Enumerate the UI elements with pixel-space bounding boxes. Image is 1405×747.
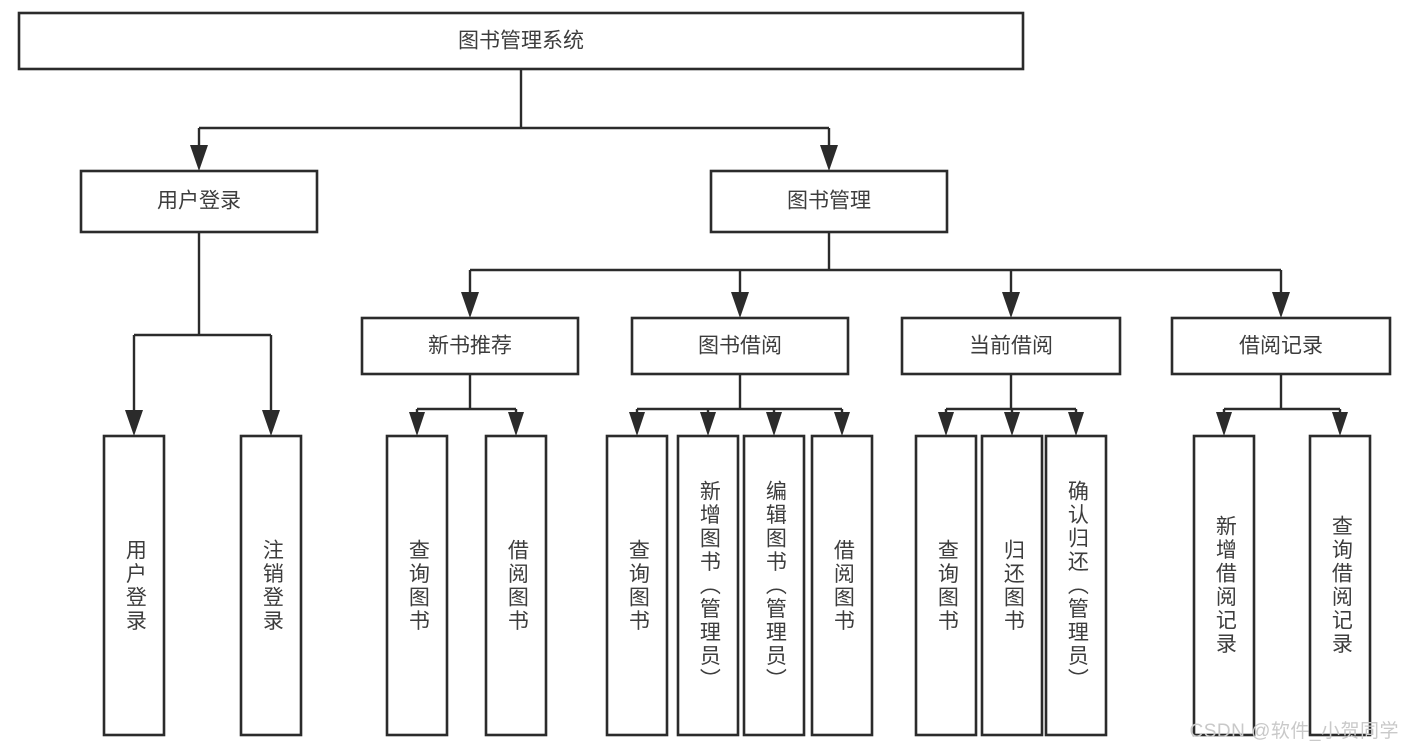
arrow-new-book-recommend-leaf-2 bbox=[508, 412, 524, 436]
leaf-return-book-box[interactable] bbox=[980, 434, 1044, 737]
arrow-new-book-recommend-leaf-1 bbox=[409, 412, 425, 436]
node-book-borrow-box[interactable] bbox=[630, 316, 850, 376]
arrow-book-borrow-leaf-2 bbox=[700, 412, 716, 436]
node-user-login-box[interactable] bbox=[79, 169, 319, 234]
node-new-book-recommend-box[interactable] bbox=[360, 316, 580, 376]
connector-group-book-borrow bbox=[629, 374, 850, 436]
arrow-current-borrow-leaf-3 bbox=[1068, 412, 1084, 436]
leaf-confirm-return-box[interactable] bbox=[1044, 434, 1108, 737]
arrow-book-manage-to-new-book-recommend bbox=[461, 292, 479, 318]
node-root-system-label: 图书管理系统 bbox=[458, 30, 584, 53]
leaf-query-book-borrow-box[interactable] bbox=[605, 434, 669, 737]
leaf-query-book-current-box[interactable] bbox=[914, 434, 978, 737]
node-borrow-record-label: 借阅记录 bbox=[1239, 335, 1323, 358]
arrow-book-borrow-leaf-1 bbox=[629, 412, 645, 436]
node-current-borrow-box[interactable] bbox=[900, 316, 1122, 376]
node-root-system-box[interactable] bbox=[17, 11, 1025, 71]
node-user-login[interactable]: 用户登录 bbox=[79, 169, 319, 234]
arrow-book-manage-to-borrow-record bbox=[1272, 292, 1290, 318]
node-book-manage[interactable]: 图书管理 bbox=[709, 169, 949, 234]
arrow-book-borrow-leaf-4 bbox=[834, 412, 850, 436]
node-root-system[interactable]: 图书管理系统 bbox=[17, 11, 1025, 71]
node-borrow-record[interactable]: 借阅记录 bbox=[1170, 316, 1392, 376]
leaf-user-login-box[interactable] bbox=[102, 434, 166, 737]
node-book-manage-box[interactable] bbox=[709, 169, 949, 234]
node-current-borrow-label: 当前借阅 bbox=[969, 335, 1053, 358]
leaf-add-record-box[interactable] bbox=[1192, 434, 1256, 737]
leaf-logout-box[interactable] bbox=[239, 434, 303, 737]
arrow-user-login-leaf-1 bbox=[125, 410, 143, 436]
node-book-borrow-label: 图书借阅 bbox=[698, 335, 782, 358]
connector-group-borrow-record bbox=[1216, 374, 1348, 436]
node-new-book-recommend[interactable]: 新书推荐 bbox=[360, 316, 580, 376]
arrow-root-to-book-manage bbox=[820, 145, 838, 171]
node-book-borrow[interactable]: 图书借阅 bbox=[630, 316, 850, 376]
connector-group-root bbox=[190, 69, 838, 171]
node-book-manage-label: 图书管理 bbox=[787, 190, 871, 213]
arrow-user-login-leaf-2 bbox=[262, 410, 280, 436]
leaf-query-book-recommend-box[interactable] bbox=[385, 434, 449, 737]
node-user-login-label: 用户登录 bbox=[157, 190, 241, 213]
leaf-boxes-group bbox=[102, 434, 1372, 737]
arrow-borrow-record-leaf-2 bbox=[1332, 412, 1348, 436]
arrow-book-manage-to-book-borrow bbox=[731, 292, 749, 318]
connector-group-book-manage bbox=[461, 232, 1290, 318]
connector-group-new-book-recommend bbox=[409, 374, 524, 436]
arrow-current-borrow-leaf-1 bbox=[938, 412, 954, 436]
arrow-book-manage-to-current-borrow bbox=[1002, 292, 1020, 318]
node-current-borrow[interactable]: 当前借阅 bbox=[900, 316, 1122, 376]
leaf-query-record-box[interactable] bbox=[1308, 434, 1372, 737]
leaf-borrow-book-recommend-box[interactable] bbox=[484, 434, 548, 737]
leaf-borrow-book-box[interactable] bbox=[810, 434, 874, 737]
csdn-watermark: CSDN @软件_小贺同学 bbox=[1189, 721, 1399, 742]
node-new-book-recommend-label: 新书推荐 bbox=[428, 335, 512, 358]
arrow-root-to-user-login bbox=[190, 145, 208, 171]
arrow-book-borrow-leaf-3 bbox=[766, 412, 782, 436]
node-borrow-record-box[interactable] bbox=[1170, 316, 1392, 376]
arrow-borrow-record-leaf-1 bbox=[1216, 412, 1232, 436]
connector-group-current-borrow bbox=[938, 374, 1084, 436]
leaf-add-book-box[interactable] bbox=[676, 434, 740, 737]
connector-group-user-login bbox=[125, 232, 280, 436]
leaf-edit-book-box[interactable] bbox=[742, 434, 806, 737]
arrow-current-borrow-leaf-2 bbox=[1004, 412, 1020, 436]
